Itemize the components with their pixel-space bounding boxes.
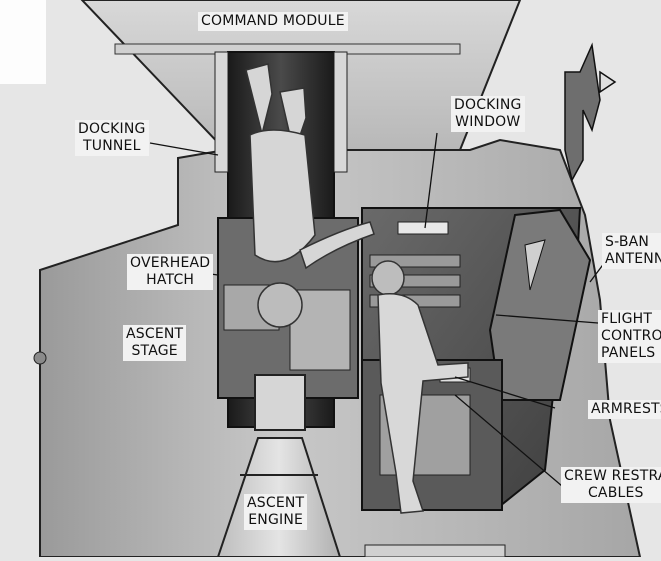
label-line: S-BAN xyxy=(605,234,650,250)
leader-docking-tunnel xyxy=(149,142,219,156)
label-line: FLIGHT xyxy=(601,311,653,327)
label-line: ASCENT xyxy=(247,495,305,511)
label-crew-restraint-cables: CREW RESTRA CABLES xyxy=(561,467,661,503)
flight-window-triangle xyxy=(524,239,546,291)
label-docking-window: DOCKING WINDOW xyxy=(451,96,525,132)
tunnel-wall-left xyxy=(214,51,229,173)
label-line: OVERHEAD xyxy=(130,255,211,271)
leader-docking-window xyxy=(424,132,438,229)
label-armrests: ARMRESTS xyxy=(588,400,661,419)
label-s-band-antenna: S-BAN ANTENN xyxy=(602,233,661,269)
label-overhead-hatch: OVERHEAD HATCH xyxy=(127,254,214,290)
label-docking-tunnel: DOCKING TUNNEL xyxy=(75,120,149,156)
label-line: CABLES xyxy=(587,485,644,501)
label-line: ANTENN xyxy=(605,251,661,267)
label-line: WINDOW xyxy=(455,114,521,130)
label-flight-control-panels: FLIGHT CONTRO PANELS xyxy=(598,310,661,363)
leader-crew-restraint-cables xyxy=(454,394,563,487)
flight-control-panel-shape xyxy=(488,208,592,401)
label-ascent-stage: ASCENT STAGE xyxy=(123,325,187,361)
label-line: DOCKING xyxy=(454,97,522,113)
label-command-module: COMMAND MODULE xyxy=(198,12,348,31)
engine-combustion-chamber xyxy=(254,374,306,431)
label-armrests-text: ARMRESTS xyxy=(591,401,661,417)
s-band-antenna-shape xyxy=(564,42,617,183)
label-line: DOCKING xyxy=(78,121,146,137)
tunnel-wall-right xyxy=(333,51,348,173)
label-line: ENGINE xyxy=(248,512,304,528)
hull-bump xyxy=(33,351,47,365)
label-line: ASCENT xyxy=(126,326,184,342)
astronaut-standing-figure xyxy=(371,260,469,514)
label-line: CONTRO xyxy=(601,328,661,344)
astronaut-floating-figure xyxy=(245,63,375,328)
leader-armrests xyxy=(454,376,556,409)
leader-flight-control-panels xyxy=(495,314,599,324)
label-line: HATCH xyxy=(146,272,195,288)
bottom-hull-rail xyxy=(364,544,506,558)
label-command-module-text: COMMAND MODULE xyxy=(201,13,345,29)
label-line: PANELS xyxy=(601,345,656,361)
label-ascent-engine: ASCENT ENGINE xyxy=(244,494,308,530)
docking-window-shape xyxy=(397,221,449,235)
label-line: CREW RESTRA xyxy=(564,468,661,484)
label-line: TUNNEL xyxy=(83,138,141,154)
photo-corner-mark xyxy=(0,0,46,84)
label-line: STAGE xyxy=(131,343,178,359)
leader-lines xyxy=(149,132,606,487)
